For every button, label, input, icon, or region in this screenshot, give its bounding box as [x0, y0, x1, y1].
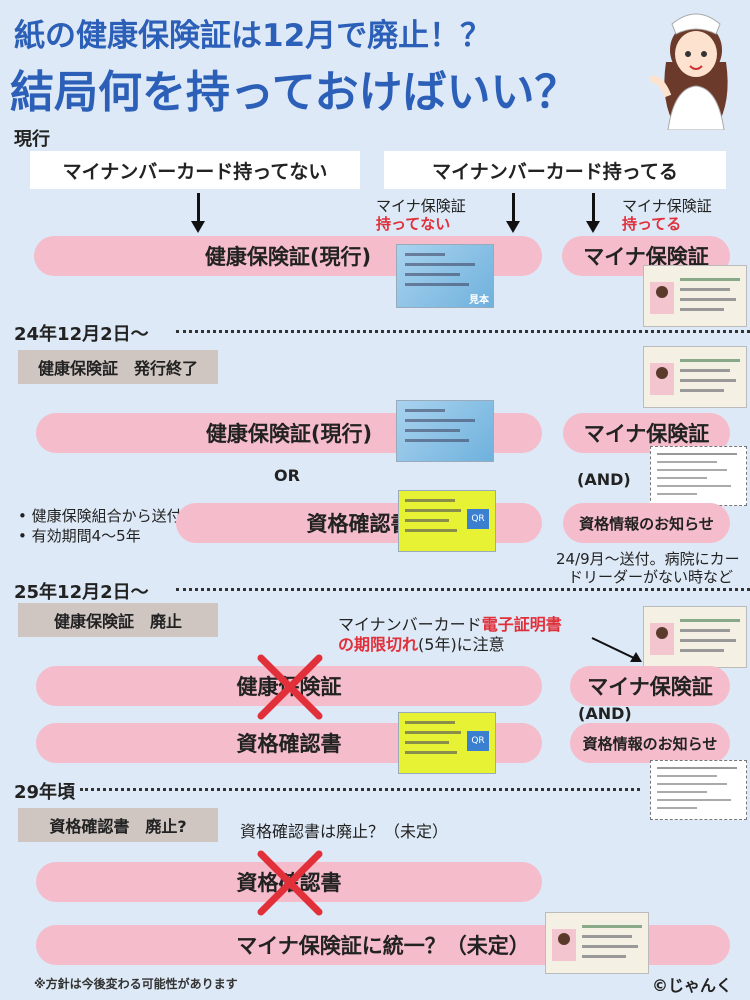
cert-bullet-list: • 健康保険組合から送付 • 有効期間4〜5年 [18, 506, 182, 546]
footer-disclaimer: ※方針は今後変わる可能性があります [34, 977, 238, 991]
warning-line-2: の期限切れ(5年)に注意 [338, 635, 505, 654]
cross-out-icon [257, 654, 323, 720]
pill-myna-insurance: マイナ保険証 [570, 666, 730, 706]
section-divider [176, 330, 750, 333]
eligibility-certificate-image: QR [398, 712, 496, 774]
no-mynahc-text: マイナ保険証 [376, 197, 466, 215]
notice-sheet-image [650, 446, 747, 506]
section-divider [176, 588, 750, 591]
or-label: OR [274, 466, 300, 485]
arrow-down-icon [506, 193, 520, 233]
notice-note-line-1: 24/9月〜送付。病院にカー [556, 550, 740, 568]
section-2025-date: 25年12月2日〜 [14, 582, 149, 603]
my-number-card-image [643, 265, 747, 327]
section-divider [80, 788, 640, 791]
has-mynahc-text: マイナ保険証 [622, 197, 712, 215]
my-number-card-image [643, 606, 747, 668]
status-abolished: 健康保険証 廃止 [18, 603, 218, 637]
and-label: (AND) [577, 470, 631, 489]
has-card-box: マイナンバーカード持ってる [384, 151, 726, 189]
status-maybe-abolished: 資格確認書 廃止? [18, 808, 218, 842]
nurse-illustration [648, 13, 728, 130]
cross-out-icon [257, 850, 323, 916]
and-label: (AND) [578, 704, 632, 723]
pointer-arrow-icon [591, 637, 642, 662]
no-mynahc-emphasis: 持ってない [376, 215, 451, 233]
notice-sheet-image [650, 760, 747, 820]
my-number-card-image [545, 912, 649, 974]
section-current-label: 現行 [14, 129, 50, 150]
notice-note-line-2: ドリーダーがない時など [568, 568, 734, 586]
title-line-2: 結局何を持っておけばいい？ [10, 67, 579, 118]
undecided-note: 資格確認書は廃止？（未定） [240, 822, 449, 841]
qr-badge: QR [467, 731, 489, 751]
warning-line-1: マイナンバーカード電子証明書 [338, 615, 562, 634]
pill-eligibility-notice: 資格情報のお知らせ [570, 723, 730, 763]
has-mynahc-emphasis: 持ってる [622, 215, 682, 233]
health-insurance-card-image: 見本 [396, 244, 494, 308]
footer-credit: ©じゃんく [652, 976, 733, 995]
arrow-down-icon [586, 193, 600, 233]
section-2024-date: 24年12月2日〜 [14, 324, 149, 345]
arrow-down-icon [191, 193, 205, 233]
title-line-1: 紙の健康保険証は12月で廃止！？ [14, 18, 492, 54]
pill-eligibility-notice: 資格情報のお知らせ [563, 503, 730, 543]
bullet-item: • 有効期間4〜5年 [18, 527, 141, 545]
section-2029-date: 29年頃 [14, 782, 76, 803]
my-number-card-image [643, 346, 747, 408]
qr-badge: QR [467, 509, 489, 529]
health-insurance-card-image [396, 400, 494, 462]
card-sample-label: 見本 [469, 295, 489, 306]
status-issue-ended: 健康保険証 発行終了 [18, 350, 218, 384]
no-card-box: マイナンバーカード持ってない [30, 151, 360, 189]
eligibility-certificate-image: QR [398, 490, 496, 552]
bullet-item: • 健康保険組合から送付 [18, 507, 182, 525]
